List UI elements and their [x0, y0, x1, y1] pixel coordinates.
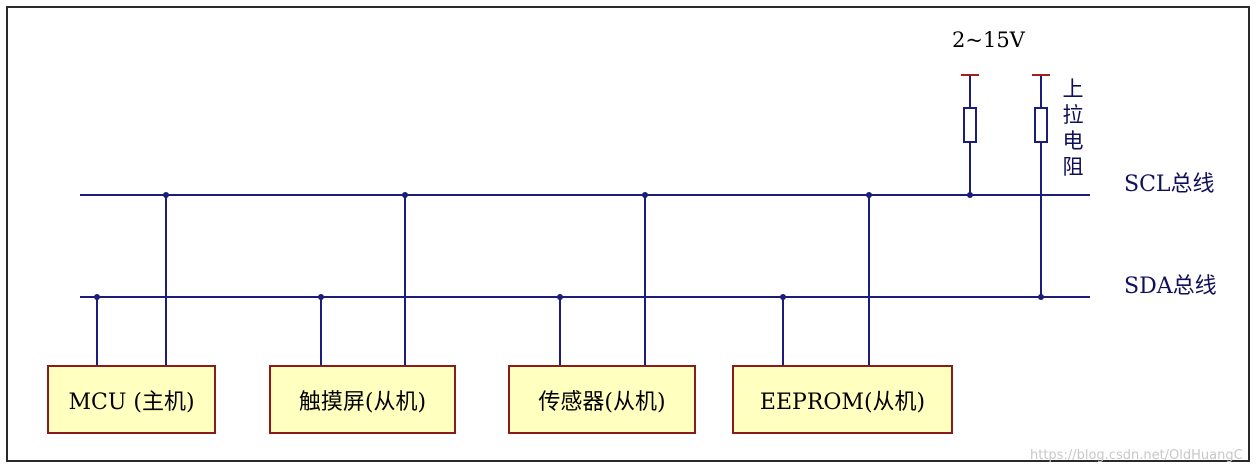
- scl-bus-label: SCL总线: [1124, 172, 1215, 197]
- device-box-mcu: MCU (主机): [47, 365, 216, 434]
- junction-dot: [94, 294, 100, 300]
- device-box-sensor: 传感器(从机): [508, 365, 696, 434]
- supply-voltage-label: 2~15V: [952, 28, 1025, 52]
- junction-dot: [967, 192, 973, 198]
- junction-dot: [866, 192, 872, 198]
- junction-dot: [402, 192, 408, 198]
- junction-dot: [557, 294, 563, 300]
- watermark: https://blog.csdn.net/OldHuangC: [1030, 448, 1243, 463]
- junction-dot: [163, 192, 169, 198]
- device-box-eeprom: EEPROM(从机): [732, 365, 953, 434]
- junction-dot: [318, 294, 324, 300]
- sda-bus-label: SDA总线: [1124, 274, 1217, 299]
- pullup-resistor-sda: [1034, 107, 1048, 143]
- pullup-resistor-scl: [963, 107, 977, 143]
- junction-dot: [1038, 294, 1044, 300]
- junction-dot: [642, 192, 648, 198]
- pullup-resistor-label: 上拉电阻: [1062, 77, 1084, 179]
- device-box-touchscreen: 触摸屏(从机): [269, 365, 456, 434]
- junction-dot: [780, 294, 786, 300]
